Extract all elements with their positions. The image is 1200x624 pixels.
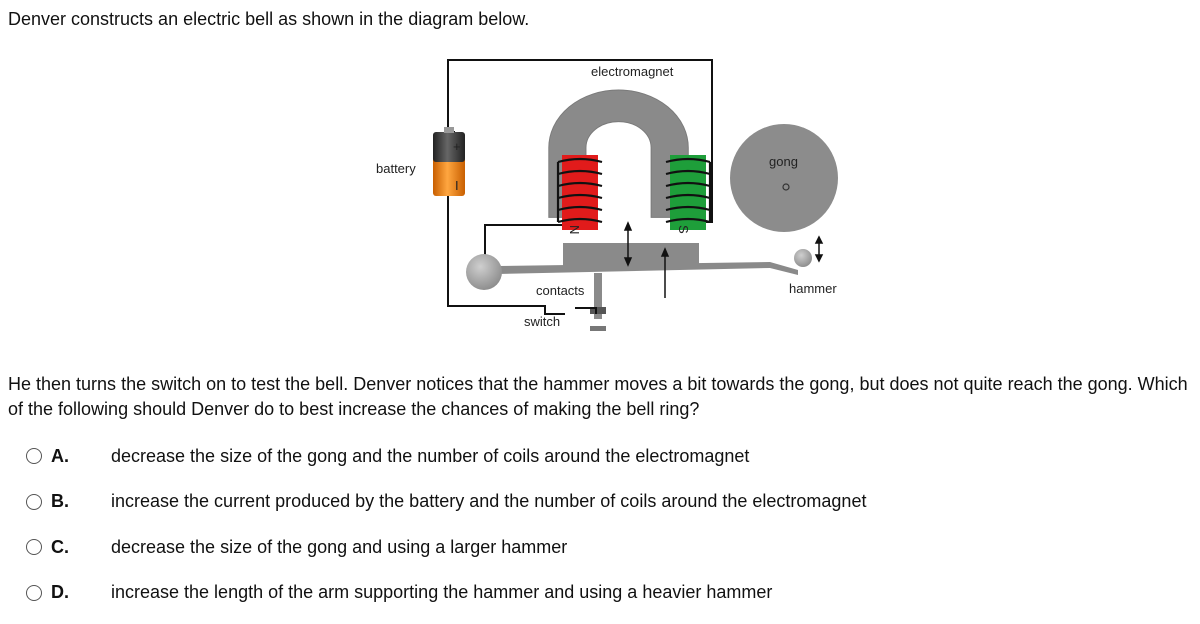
- pivot-ball: [466, 254, 502, 290]
- label-contacts: contacts: [536, 283, 585, 298]
- option-text: increase the length of the arm supportin…: [111, 582, 773, 602]
- pole-s-label: S: [676, 225, 691, 234]
- option-text: decrease the size of the gong and using …: [111, 536, 568, 557]
- option-letter: A.: [51, 445, 69, 466]
- coil-windings: [556, 157, 712, 224]
- hammer-head: [794, 249, 812, 267]
- label-switch: switch: [524, 314, 560, 329]
- label-gong: gong: [769, 154, 798, 169]
- option-letter: B.: [51, 491, 69, 511]
- pole-n-label: N: [567, 225, 582, 234]
- motion-arrows: [623, 221, 824, 298]
- option-d[interactable]: D. increase the length of the arm suppor…: [26, 579, 866, 607]
- radio-button-a[interactable]: [26, 448, 42, 464]
- battery: + I: [433, 127, 465, 196]
- radio-button-c[interactable]: [26, 539, 42, 555]
- option-text: increase the current produced by the bat…: [111, 491, 867, 511]
- hammer-arm: [498, 262, 798, 275]
- right-coil: [670, 155, 706, 230]
- battery-minus-label: I: [455, 178, 459, 193]
- option-letter: C.: [51, 536, 69, 557]
- left-coil: [562, 155, 598, 230]
- intro-text: Denver constructs an electric bell as sh…: [8, 9, 530, 29]
- option-text: decrease the size of the gong and the nu…: [111, 445, 750, 466]
- contact-switch: [575, 273, 606, 331]
- option-b[interactable]: B. increase the current produced by the …: [26, 488, 866, 516]
- option-c[interactable]: C. decrease the size of the gong and usi…: [26, 533, 866, 561]
- option-a[interactable]: A. decrease the size of the gong and the…: [26, 442, 866, 470]
- gong: [730, 124, 838, 232]
- radio-button-b[interactable]: [26, 493, 42, 510]
- electric-bell-diagram: N S: [360, 50, 860, 350]
- question-text: He then turns the switch on to test the …: [8, 374, 1188, 419]
- wire-left: [447, 190, 565, 315]
- label-hammer: hammer: [789, 281, 837, 296]
- answer-options: A. decrease the size of the gong and the…: [26, 442, 866, 624]
- electric-bell-svg: N S: [376, 59, 838, 331]
- option-letter: D.: [51, 582, 69, 602]
- label-electromagnet: electromagnet: [591, 64, 674, 79]
- label-battery: battery: [376, 161, 416, 176]
- radio-button-d[interactable]: [26, 584, 42, 601]
- gong-center: [782, 183, 790, 191]
- battery-plus-label: +: [453, 139, 461, 154]
